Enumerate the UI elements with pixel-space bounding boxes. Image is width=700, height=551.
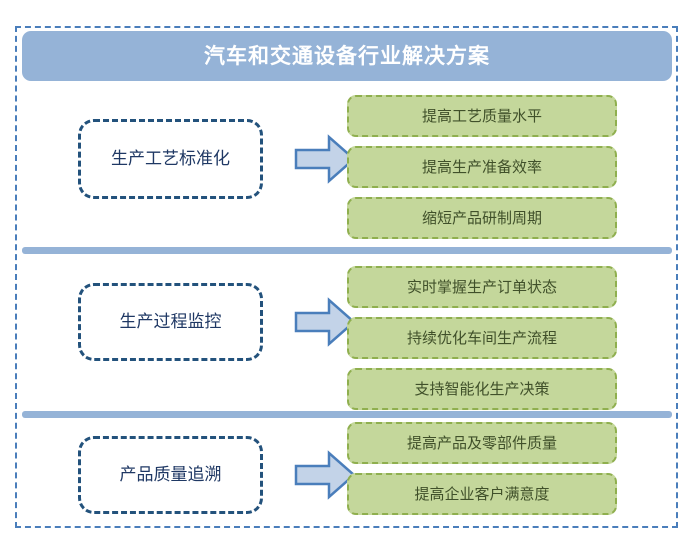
right-arrow-icon <box>294 449 356 501</box>
outcome-label: 提高工艺质量水平 <box>421 106 542 125</box>
right-arrow-icon <box>294 296 356 348</box>
outcome-box[interactable]: 提高产品及零部件质量 <box>347 422 617 464</box>
outcome-box[interactable]: 提高工艺质量水平 <box>347 95 617 137</box>
outer-dashed-frame <box>15 26 678 528</box>
outcome-label: 实时掌握生产订单状态 <box>406 277 557 296</box>
capability-label: 生产过程监控 <box>119 311 222 332</box>
outcome-label: 提高企业客户满意度 <box>414 484 550 503</box>
solution-group: 产品质量追溯 提高产品及零部件质量 提高企业客户满意度 <box>15 422 678 526</box>
capability-box[interactable]: 产品质量追溯 <box>78 436 263 514</box>
capability-box[interactable]: 生产工艺标准化 <box>78 119 263 199</box>
group-separator-2 <box>22 411 672 418</box>
outcome-box[interactable]: 支持智能化生产决策 <box>347 368 617 410</box>
outcome-box[interactable]: 提高企业客户满意度 <box>347 473 617 515</box>
header-bar: 汽车和交通设备行业解决方案 <box>22 31 672 81</box>
outcome-list: 提高工艺质量水平 提高生产准备效率 缩短产品研制周期 <box>347 95 632 248</box>
capability-label: 生产工艺标准化 <box>111 148 230 169</box>
outcome-box[interactable]: 持续优化车间生产流程 <box>347 317 617 359</box>
outcome-label: 持续优化车间生产流程 <box>406 328 557 347</box>
right-arrow-icon <box>294 133 356 185</box>
outcome-box[interactable]: 缩短产品研制周期 <box>347 197 617 239</box>
capability-label: 产品质量追溯 <box>119 464 222 485</box>
outcome-list: 提高产品及零部件质量 提高企业客户满意度 <box>347 422 632 524</box>
page-title: 汽车和交通设备行业解决方案 <box>204 43 490 68</box>
outcome-box[interactable]: 实时掌握生产订单状态 <box>347 266 617 308</box>
solution-group: 生产过程监控 实时掌握生产订单状态 持续优化车间生产流程 支持智能化生产决策 <box>15 258 678 410</box>
group-separator-1 <box>22 247 672 254</box>
outcome-label: 支持智能化生产决策 <box>414 379 550 398</box>
solution-group: 生产工艺标准化 提高工艺质量水平 提高生产准备效率 缩短产品研制周期 <box>15 88 678 244</box>
outcome-label: 提高产品及零部件质量 <box>406 433 557 452</box>
outcome-box[interactable]: 提高生产准备效率 <box>347 146 617 188</box>
outcome-list: 实时掌握生产订单状态 持续优化车间生产流程 支持智能化生产决策 <box>347 266 632 419</box>
capability-box[interactable]: 生产过程监控 <box>78 283 263 361</box>
outcome-label: 提高生产准备效率 <box>421 157 542 176</box>
outcome-label: 缩短产品研制周期 <box>421 208 542 227</box>
